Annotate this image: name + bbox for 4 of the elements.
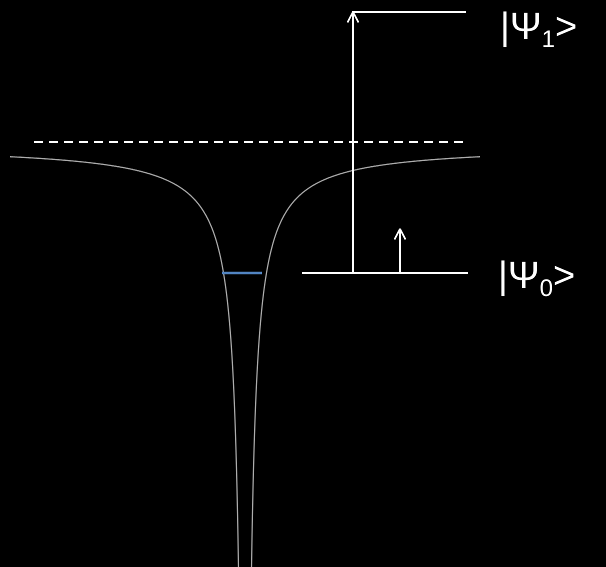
arrow: [394, 228, 406, 272]
state-label: |Ψ$_{0}$>: [498, 254, 576, 304]
state-label: |Ψ$_{1}$>: [500, 5, 578, 55]
arrow: [346, 11, 360, 272]
